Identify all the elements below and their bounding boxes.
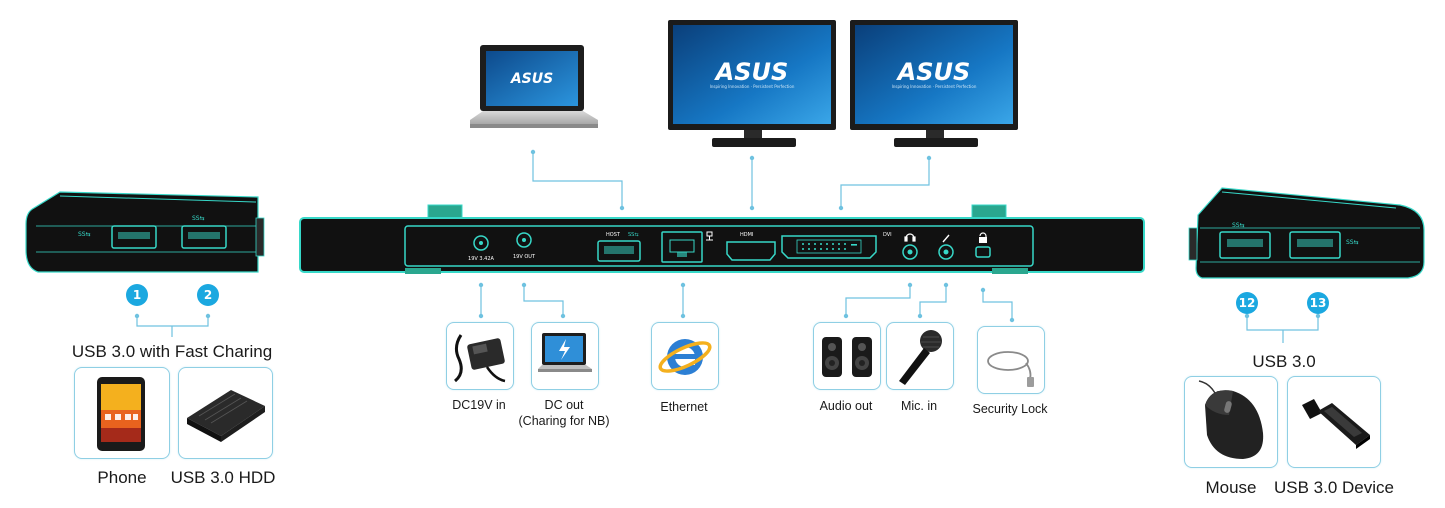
dc-in-marking: 19V 3.42A <box>468 256 495 262</box>
ethernet-box <box>651 322 719 390</box>
phone-box <box>74 367 170 459</box>
mic-icon <box>942 234 950 243</box>
audio-out-label: Audio out <box>819 399 873 413</box>
dc-in-label: DC19V in <box>452 398 506 412</box>
ethernet-browser-icon <box>658 339 712 375</box>
mic-in-box <box>886 322 954 390</box>
mouse-icon <box>1198 380 1264 459</box>
left-group-title: USB 3.0 with Fast Charing <box>71 342 273 361</box>
right-usb-logo-1: SS⇆ <box>1232 222 1245 229</box>
port-badge-1: 1 <box>126 284 148 306</box>
dvi-marking: DVI <box>883 232 892 238</box>
usb-flash-drive-icon <box>1302 399 1370 449</box>
laptop-logo: ASUS <box>510 71 553 87</box>
port-badge-2: 2 <box>197 284 219 306</box>
audio-out-port <box>902 244 918 260</box>
ethernet-label: Ethernet <box>660 400 708 414</box>
dc-out-box <box>531 322 599 390</box>
mic-in-label: Mic. in <box>900 399 938 413</box>
mouse-label: Mouse <box>1205 478 1257 497</box>
dc-out-marking: 19V OUT <box>513 254 536 260</box>
left-usb-port-2 <box>181 225 227 249</box>
dc-in-port <box>473 235 489 251</box>
hdmi-port <box>726 241 776 261</box>
dc-out-port <box>516 232 532 248</box>
security-lock-slot <box>975 246 991 258</box>
monitor-2-logo: ASUS <box>896 58 971 86</box>
monitor-1-tagline: Inspiring Innovation · Persistent Perfec… <box>710 84 795 89</box>
monitor-2-tagline: Inspiring Innovation · Persistent Perfec… <box>892 84 977 89</box>
left-usb-port-1 <box>111 225 157 249</box>
laptop-icon <box>470 45 598 128</box>
audio-out-box <box>813 322 881 390</box>
monitor-icon <box>668 20 836 147</box>
microphone-icon <box>899 330 942 385</box>
host-marking: HOST <box>606 232 621 238</box>
left-usb-logo-2: SS⇆ <box>192 215 205 222</box>
right-group-title: USB 3.0 <box>1252 352 1316 371</box>
laptop-charging-icon <box>538 333 592 372</box>
dvi-port <box>781 235 877 259</box>
phone-icon <box>97 377 145 451</box>
power-adapter-icon <box>453 334 506 383</box>
hdd-box <box>178 367 273 459</box>
network-icon <box>706 231 713 241</box>
hdmi-marking: HDMI <box>740 232 753 238</box>
monitor-1-logo: ASUS <box>714 58 789 86</box>
dc-in-box <box>446 322 514 390</box>
cable-lock-icon <box>987 351 1034 387</box>
hdd-label: USB 3.0 HDD <box>170 468 276 487</box>
host-usb-logo: SS⇆ <box>628 232 639 238</box>
speakers-icon <box>822 337 872 377</box>
right-usb-port-2 <box>1289 231 1341 259</box>
dc-out-sublabel: (Charing for NB) <box>518 414 610 428</box>
lock-icon <box>979 232 987 243</box>
port-badge-13: 13 <box>1307 292 1329 314</box>
right-usb-logo-2: SS⇆ <box>1346 239 1359 246</box>
port-badge-12: 12 <box>1236 292 1258 314</box>
external-hdd-icon <box>187 390 265 442</box>
mouse-box <box>1184 376 1278 468</box>
headphone-icon <box>904 233 916 242</box>
docking-station-rear <box>299 204 1145 274</box>
usb-device-label: USB 3.0 Device <box>1274 478 1394 497</box>
mic-in-port <box>938 244 954 260</box>
monitor-icon <box>850 20 1018 147</box>
security-lock-label: Security Lock <box>972 402 1048 416</box>
usb-device-box <box>1287 376 1381 468</box>
connector-lines <box>134 149 1321 343</box>
ethernet-port <box>661 231 703 263</box>
dc-out-label: DC out <box>544 398 584 412</box>
left-usb-logo-1: SS⇆ <box>78 231 91 238</box>
security-lock-box <box>977 326 1045 394</box>
right-usb-port-1 <box>1219 231 1271 259</box>
host-usb-port <box>597 240 641 262</box>
phone-label: Phone <box>97 468 147 487</box>
